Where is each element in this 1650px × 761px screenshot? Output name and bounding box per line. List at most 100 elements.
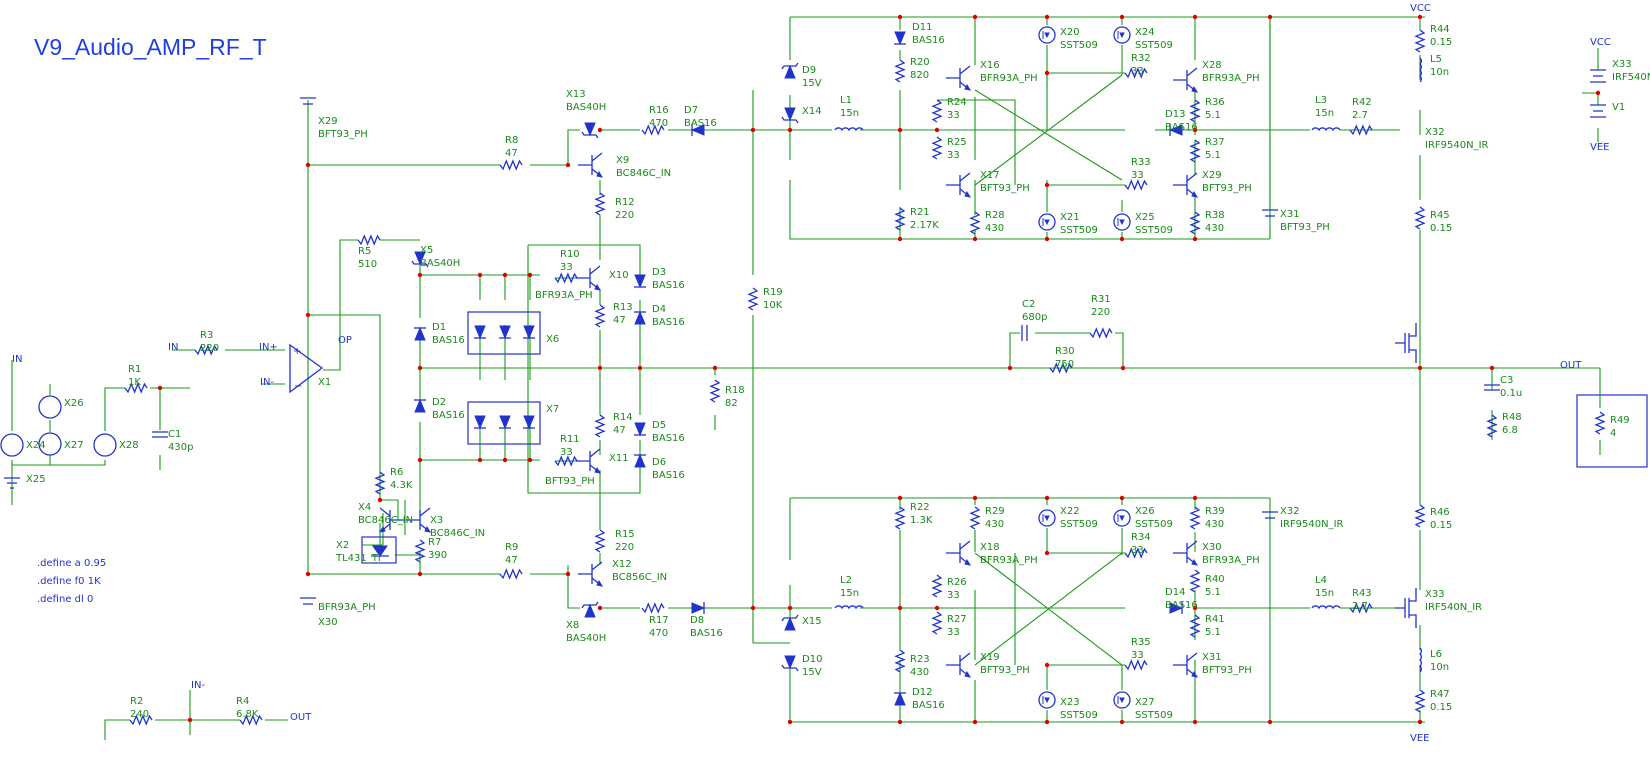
resistor-r41-symbol[interactable] (1189, 614, 1201, 638)
zener-x14-symbol[interactable] (781, 107, 799, 124)
transistor-x12-symbol[interactable] (578, 561, 604, 587)
source-v9-symbol[interactable] (1262, 511, 1278, 519)
resistor-r43-symbol[interactable] (1349, 602, 1373, 614)
jfet-x20-symbol[interactable] (1038, 26, 1056, 44)
diode-d4-symbol[interactable] (634, 310, 646, 325)
inductor-l1-symbol[interactable] (834, 127, 864, 132)
resistor-r29-symbol[interactable] (969, 506, 981, 530)
diode-array-x6-symbol[interactable] (467, 311, 541, 355)
resistor-r30-symbol[interactable] (1049, 362, 1073, 374)
resistor-r1-symbol[interactable] (124, 382, 148, 394)
jfet-x21-symbol[interactable] (1038, 213, 1056, 231)
capacitor-c2-symbol[interactable] (1021, 325, 1028, 341)
diode-array-x7-symbol[interactable] (467, 401, 541, 445)
resistor-r28-symbol[interactable] (969, 211, 981, 235)
resistor-r26-symbol[interactable] (931, 574, 943, 598)
transistor-x19-symbol[interactable] (946, 652, 972, 678)
inductor-l3-symbol[interactable] (1311, 127, 1341, 132)
source-v7-symbol[interactable] (300, 597, 316, 605)
resistor-r16-symbol[interactable] (641, 124, 665, 136)
opamp-x1-symbol[interactable]: +− (289, 343, 324, 394)
resistor-r40-symbol[interactable] (1189, 569, 1201, 593)
diode-d5-symbol[interactable] (634, 422, 646, 437)
resistor-r31-symbol[interactable] (1089, 327, 1113, 339)
shunt-reg-x2-symbol[interactable] (361, 536, 397, 564)
resistor-r44-symbol[interactable] (1414, 29, 1426, 53)
transistor-x10-symbol[interactable] (576, 265, 602, 291)
zener-x15-symbol[interactable] (781, 614, 799, 631)
transistor-x29-symbol[interactable] (1173, 172, 1199, 198)
resistor-r11-symbol[interactable] (554, 455, 578, 467)
resistor-r25-symbol[interactable] (931, 136, 943, 160)
resistor-r4-symbol[interactable] (239, 714, 263, 726)
transistor-x30-symbol[interactable] (1173, 540, 1199, 566)
source-v3-symbol[interactable] (38, 395, 62, 419)
zener-d9-symbol[interactable] (781, 62, 799, 79)
zener-x5-symbol[interactable] (411, 251, 429, 268)
resistor-r18-symbol[interactable] (709, 379, 721, 403)
diode-d11-symbol[interactable] (894, 31, 906, 46)
resistor-r49-symbol[interactable] (1594, 411, 1606, 435)
diode-d3-symbol[interactable] (634, 274, 646, 289)
diode-d6-symbol[interactable] (634, 453, 646, 468)
resistor-r21-symbol[interactable] (894, 207, 906, 231)
resistor-r33-symbol[interactable] (1124, 179, 1148, 191)
zener-x13-symbol[interactable] (581, 122, 599, 139)
inductor-l2-symbol[interactable] (834, 605, 864, 610)
zener-d10-symbol[interactable] (781, 655, 799, 672)
resistor-r24-symbol[interactable] (931, 99, 943, 123)
transistor-x17-symbol[interactable] (946, 172, 972, 198)
diode-d2-symbol[interactable] (414, 398, 426, 413)
source-v8-symbol[interactable] (1262, 209, 1278, 217)
resistor-r14-symbol[interactable] (594, 414, 606, 438)
resistor-r15-symbol[interactable] (594, 529, 606, 553)
resistor-r34-symbol[interactable] (1124, 547, 1148, 559)
diode-d12-symbol[interactable] (894, 691, 906, 706)
transistor-x28-symbol[interactable] (1173, 67, 1199, 93)
transistor-x16-symbol[interactable] (946, 65, 972, 91)
source-v11-symbol[interactable] (1590, 104, 1606, 118)
resistor-r45-symbol[interactable] (1414, 206, 1426, 230)
resistor-r9-symbol[interactable] (499, 568, 523, 580)
resistor-r19-symbol[interactable] (747, 287, 759, 311)
transistor-x4-symbol[interactable] (378, 507, 404, 533)
resistor-r27-symbol[interactable] (931, 611, 943, 635)
resistor-r10-symbol[interactable] (554, 272, 578, 284)
resistor-r7-symbol[interactable] (414, 539, 426, 563)
resistor-r5-symbol[interactable] (357, 234, 381, 246)
diode-d7-symbol[interactable] (690, 124, 705, 136)
resistor-r37-symbol[interactable] (1189, 139, 1201, 163)
resistor-r8-symbol[interactable] (499, 159, 523, 171)
resistor-r46-symbol[interactable] (1414, 504, 1426, 528)
resistor-r32-symbol[interactable] (1124, 67, 1148, 79)
transistor-x11-symbol[interactable] (576, 448, 602, 474)
resistor-r48-symbol[interactable] (1486, 414, 1498, 438)
resistor-r38-symbol[interactable] (1189, 211, 1201, 235)
resistor-r17-symbol[interactable] (641, 602, 665, 614)
jfet-x24-symbol[interactable] (1113, 26, 1131, 44)
diode-d14-symbol[interactable] (1169, 602, 1184, 614)
source-v1-symbol[interactable] (0, 433, 24, 457)
resistor-r42-symbol[interactable] (1349, 124, 1373, 136)
resistor-r39-symbol[interactable] (1189, 506, 1201, 530)
mosfet-x33-symbol[interactable] (1395, 588, 1417, 628)
resistor-r3-symbol[interactable] (194, 344, 218, 356)
resistor-r20-symbol[interactable] (894, 59, 906, 83)
diode-d1-symbol[interactable] (414, 326, 426, 341)
transistor-x18-symbol[interactable] (946, 540, 972, 566)
capacitor-c1-symbol[interactable] (152, 431, 168, 438)
resistor-r35-symbol[interactable] (1124, 659, 1148, 671)
transistor-x9-symbol[interactable] (578, 152, 604, 178)
capacitor-c3-symbol[interactable] (1484, 384, 1500, 391)
resistor-r47-symbol[interactable] (1414, 689, 1426, 713)
resistor-r6-symbol[interactable] (374, 471, 386, 495)
diode-d13-symbol[interactable] (1168, 124, 1183, 136)
source-v4-symbol[interactable] (38, 432, 62, 456)
jfet-x25-symbol[interactable] (1113, 213, 1131, 231)
source-v2-symbol[interactable] (4, 477, 20, 489)
jfet-x22-symbol[interactable] (1038, 509, 1056, 527)
mosfet-x32-symbol[interactable] (1395, 323, 1417, 363)
resistor-r2-symbol[interactable] (129, 714, 153, 726)
source-v6-symbol[interactable] (300, 97, 316, 105)
resistor-r23-symbol[interactable] (894, 649, 906, 673)
